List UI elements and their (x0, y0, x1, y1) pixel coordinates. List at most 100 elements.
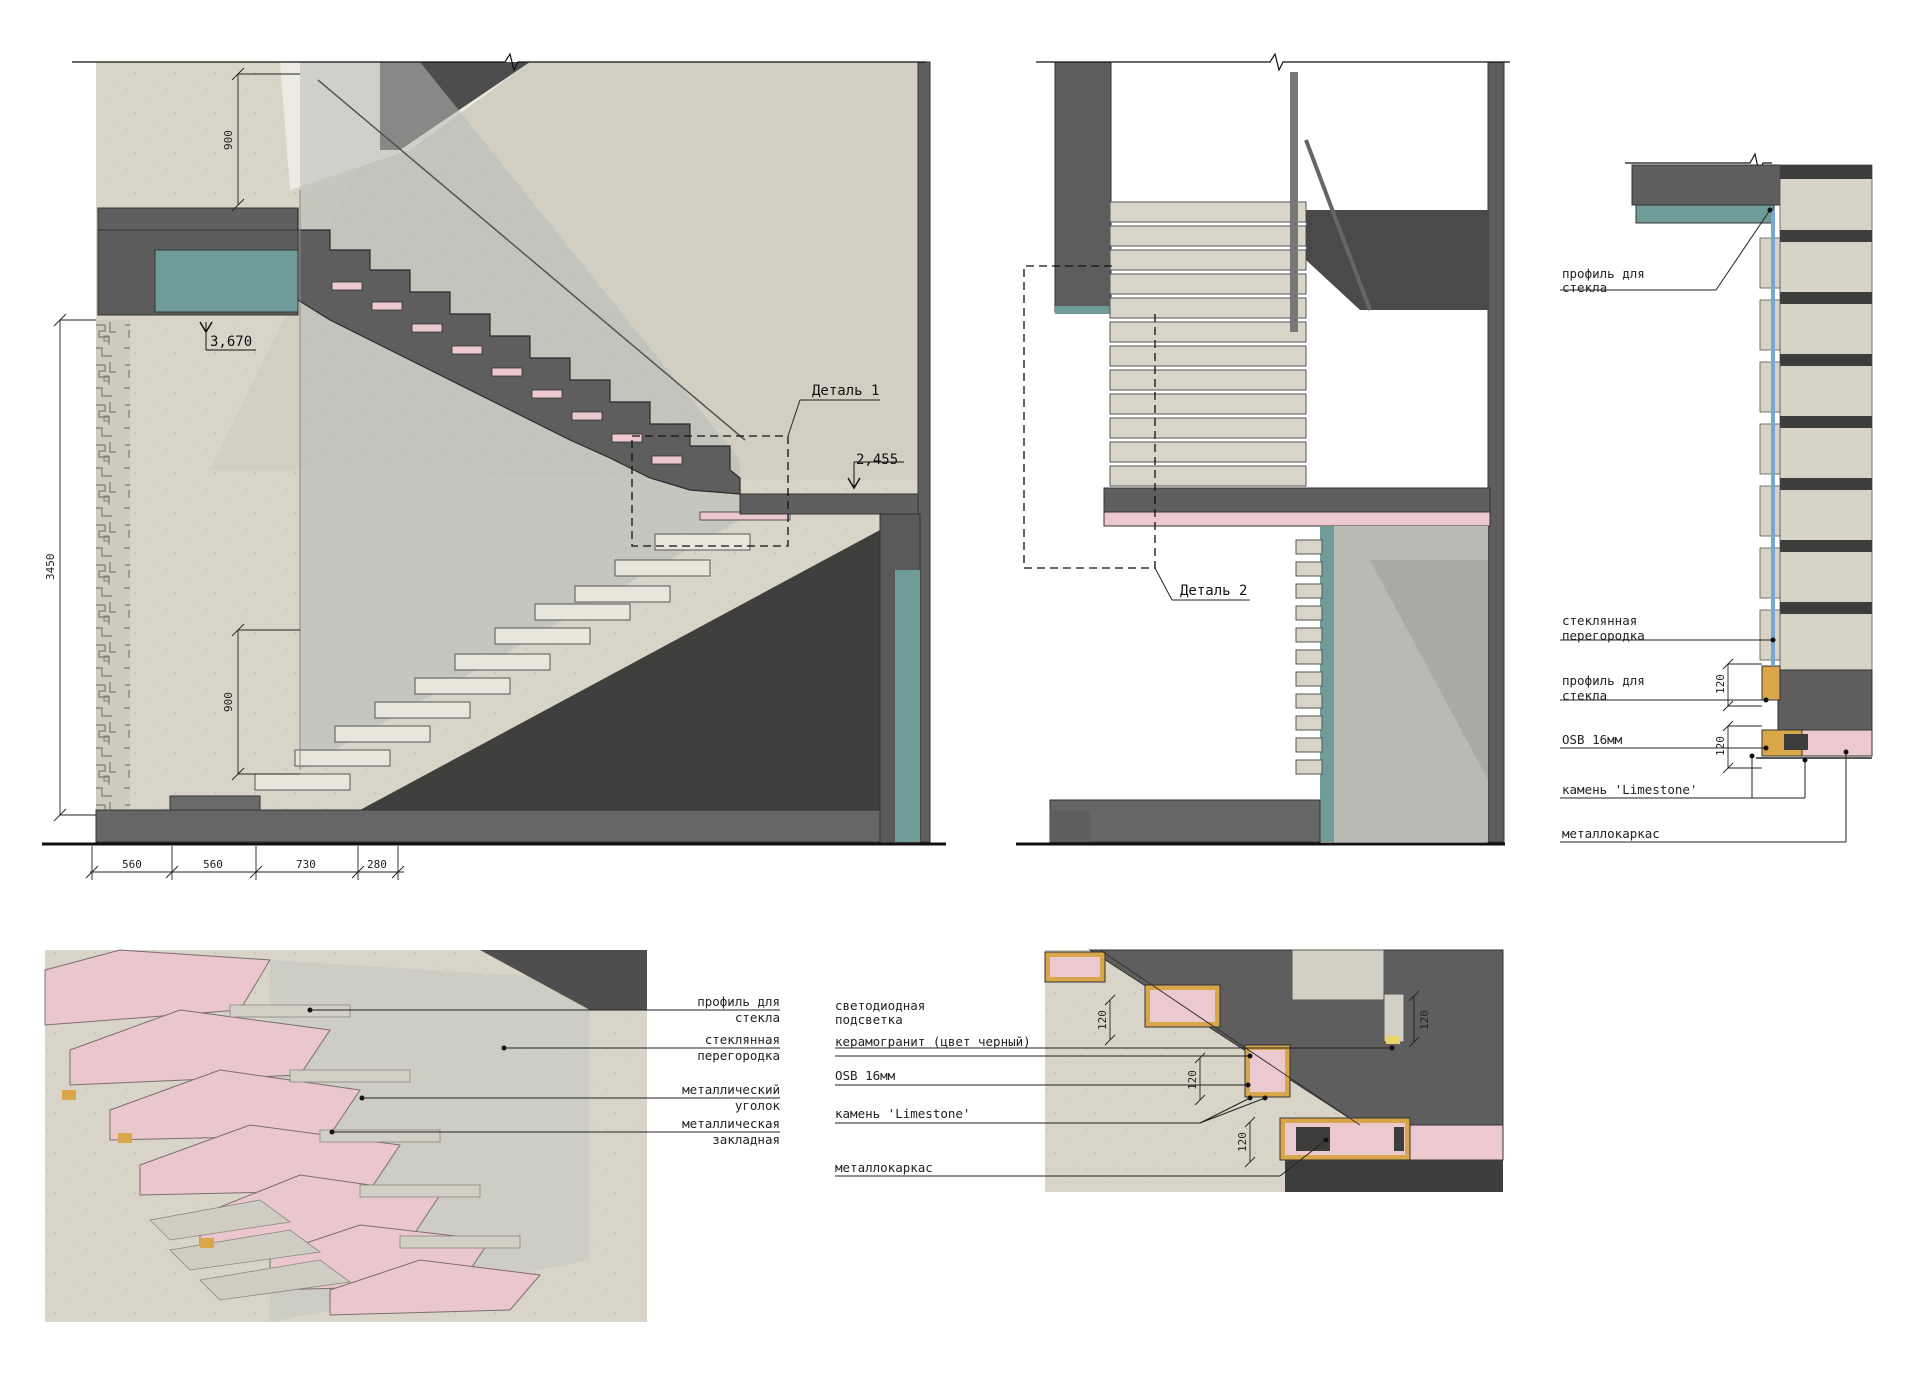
axo-label-2: стеклянная перегородка (501, 1032, 780, 1063)
side-right-column (1487, 61, 1505, 843)
rd-label-2: стеклянная перегородка (1560, 613, 1776, 643)
detail-1-box (631, 435, 789, 547)
rd-label-3-line2: стекла (1562, 688, 1607, 703)
bd-right-nosing (1383, 993, 1405, 1043)
rd-dim-2: 120 (1714, 736, 1727, 756)
bd-step-1 (1044, 951, 1106, 983)
axo-label-1-line2: стекла (735, 1010, 780, 1025)
bd-step-3 (1244, 1044, 1291, 1098)
detail-2-label: Деталь 2 (1180, 583, 1247, 599)
axo-label-4: металлическая закладная (329, 1116, 780, 1147)
axo-label-4-line2: закладная (712, 1132, 780, 1147)
side-rail (1304, 139, 1372, 311)
rd-bottom-osb (1761, 665, 1781, 701)
dark-floor-zone (360, 530, 880, 810)
dim-bottom-1: 560 (122, 858, 142, 871)
bd-diag-stringer (1099, 949, 1361, 1126)
side-section: Деталь 2 (1016, 52, 1510, 846)
bottom-detail: светодиодная подсветка керамогранит (цве… (835, 949, 1504, 1192)
rd-label-3-line1: профиль для (1562, 673, 1645, 688)
level-mid-value: 2,455 (856, 452, 898, 468)
bd-label-5: металлокаркас (835, 1137, 1329, 1177)
level-mark-mid: 2,455 (847, 452, 904, 490)
rd-floor-dark (1784, 734, 1808, 750)
detail-1-label: Деталь 1 (812, 383, 879, 399)
side-slab-pink (1103, 511, 1491, 527)
bd-label-1-line2: подсветка (835, 1012, 903, 1027)
top-break-line (72, 52, 926, 72)
level-mark-upper: 3,670 (199, 321, 256, 351)
dim-bottom-2: 560 (203, 858, 223, 871)
rd-bottom-block (1777, 669, 1873, 733)
bd-label-1: светодиодная подсветка (835, 998, 1395, 1051)
dim-rail-upper: 900 (222, 67, 300, 212)
bd-dim-2: 120 (1186, 1070, 1199, 1090)
axo-osb-strips (62, 1090, 214, 1248)
rd-label-4-line1: OSB 16мм (1562, 732, 1623, 747)
bd-label-1-line1: светодиодная (835, 998, 925, 1013)
rd-dark-bands (1780, 165, 1872, 614)
dim-rail-lower-text: 900 (222, 692, 235, 712)
ground-step (169, 795, 261, 811)
side-left-column (1054, 61, 1112, 313)
side-left-teal (1055, 306, 1111, 314)
right-detail: профиль для стекла стеклянная перегородк… (1560, 152, 1873, 843)
rd-top-teal (1635, 204, 1775, 224)
rd-label-1-line1: профиль для (1562, 266, 1645, 281)
dim-bottom-4: 280 (367, 858, 387, 871)
rd-dims: 120 120 (1714, 658, 1762, 774)
teal-fascia-upper (154, 249, 299, 313)
bd-label-4: камень 'Limestone' (835, 1095, 1268, 1124)
axo-concrete-nosings (229, 1004, 521, 1249)
rd-label-5-line1: камень 'Limestone' (1562, 782, 1697, 797)
level-upper-value: 3,670 (210, 334, 252, 350)
rd-label-2-line2: перегородка (1562, 628, 1645, 643)
glass-balustrade (300, 62, 740, 770)
side-top-break-line (1036, 52, 1510, 72)
rd-label-2-line1: стеклянная (1562, 613, 1637, 628)
dim-height-total: 3450 (44, 313, 96, 822)
bd-label-2: керамогранит (цвет черный) (835, 1034, 1253, 1059)
handrail (317, 79, 746, 441)
side-treads (1109, 201, 1307, 487)
rd-label-5: камень 'Limestone' (1560, 753, 1808, 799)
axo-label-3: металлический уголок (359, 1082, 781, 1113)
bd-right-led (1386, 1036, 1400, 1044)
teal-glass-right (895, 570, 920, 842)
bd-label-2-line1: керамогранит (цвет черный) (835, 1034, 1031, 1049)
axonometric-view: профиль для стекла стеклянная перегородк… (44, 949, 781, 1322)
side-lower-column (1320, 526, 1334, 842)
side-slab (1103, 487, 1491, 513)
rd-glass-pane (1771, 210, 1775, 665)
upper-flight-stringer (297, 208, 741, 495)
bd-floor-dark (1285, 1160, 1503, 1192)
rd-label-1: профиль для стекла (1560, 207, 1773, 295)
rd-label-4: OSB 16мм (1560, 732, 1769, 751)
axo-lower-treads (149, 1199, 352, 1301)
dim-height-total-text: 3450 (44, 554, 57, 581)
bd-label-3-line1: OSB 16мм (835, 1068, 896, 1083)
rd-label-6-line1: металлокаркас (1562, 826, 1660, 841)
detail-2-box (1023, 265, 1156, 569)
bd-step-4 (1279, 1117, 1411, 1161)
axo-label-2-line2: перегородка (697, 1048, 780, 1063)
side-rail-post (1290, 72, 1298, 332)
rd-label-3: профиль для стекла (1560, 673, 1769, 703)
axo-label-3-line2: уголок (735, 1098, 781, 1113)
ornament-column (96, 320, 130, 815)
dim-rail-lower: 900 (222, 623, 300, 781)
bd-dim-3: 120 (1236, 1132, 1249, 1152)
axo-label-3-line1: металлический (682, 1082, 780, 1097)
side-ground-step (1050, 810, 1090, 842)
rd-top-slab (1631, 164, 1781, 206)
dim-bottom-3: 730 (296, 858, 316, 871)
bd-dims: 120 120 120 120 (1096, 990, 1431, 1168)
mid-landing-slab (739, 493, 927, 515)
main-elevation: Деталь 1 3,670 2,455 3450 (42, 52, 946, 880)
ground-slab (95, 809, 881, 843)
upper-landing-slab (97, 207, 299, 231)
rd-dim-1: 120 (1714, 674, 1727, 694)
axo-label-1: профиль для стекла (307, 994, 780, 1025)
side-dark-wedge (1306, 210, 1488, 310)
